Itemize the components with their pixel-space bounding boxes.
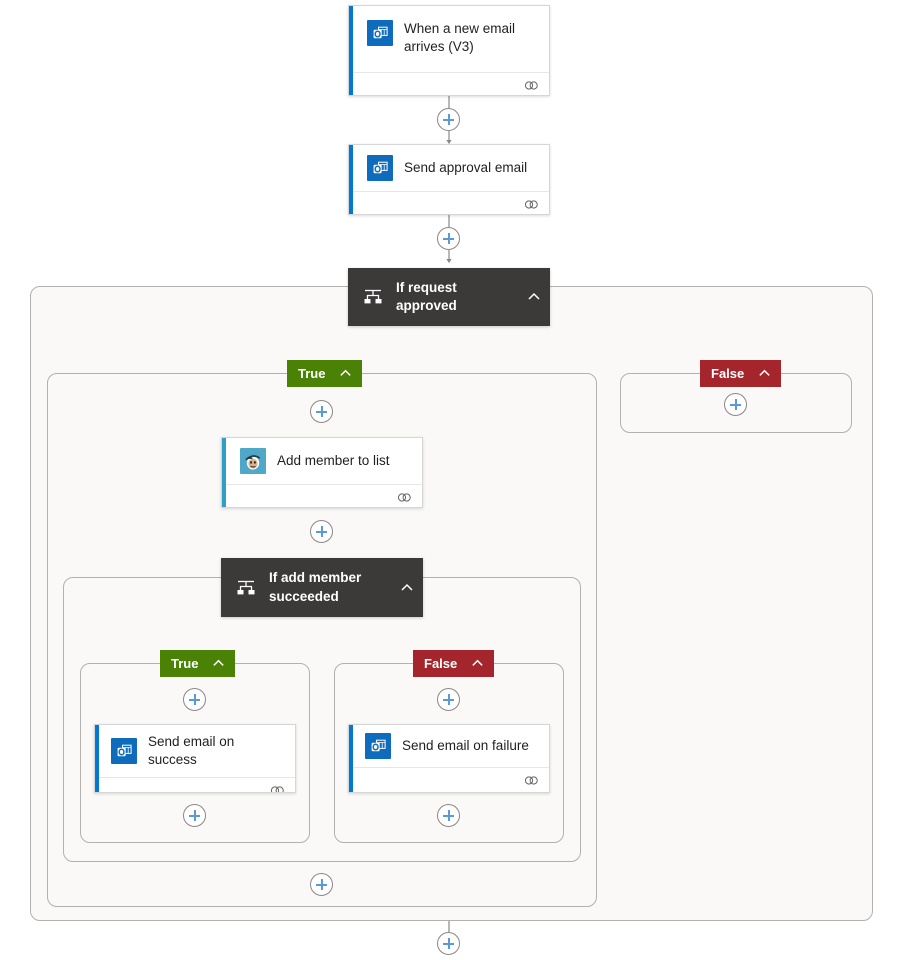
add-step-after-add-member[interactable] xyxy=(310,520,333,543)
condition-icon xyxy=(364,289,382,304)
link-icon[interactable] xyxy=(270,785,285,793)
card-accent-bar xyxy=(349,6,353,95)
branch-label: False xyxy=(424,656,458,671)
link-icon[interactable] xyxy=(524,199,539,210)
chevron-up-icon[interactable] xyxy=(211,656,226,671)
branch-badge-inner-false[interactable]: False xyxy=(413,650,495,677)
card-title: Add member to list xyxy=(277,452,390,468)
action-card-add-member-to-list[interactable]: Add member to list xyxy=(221,437,423,508)
add-step-inner-false-branch[interactable] xyxy=(437,688,460,711)
card-accent-bar xyxy=(349,145,353,214)
chevron-up-icon[interactable] xyxy=(526,289,542,305)
link-icon[interactable] xyxy=(524,80,539,91)
condition-title: If add member succeeded xyxy=(269,570,362,604)
chevron-up-icon[interactable] xyxy=(399,580,415,596)
chevron-up-icon[interactable] xyxy=(470,656,485,671)
trigger-card-when-new-email-arrives[interactable]: When a new email arrives (V3) xyxy=(348,5,550,96)
card-footer xyxy=(95,777,295,793)
outlook-icon xyxy=(367,155,393,181)
condition-card-if-add-member-succeeded[interactable]: If add member succeeded xyxy=(221,558,423,617)
add-step-after-inner-condition[interactable] xyxy=(310,873,333,896)
card-title: Send email on success xyxy=(148,734,235,768)
card-accent-bar xyxy=(222,438,226,507)
branch-label: False xyxy=(711,366,745,381)
add-step-after-send-failure[interactable] xyxy=(437,804,460,827)
add-step-outer-false-branch[interactable] xyxy=(724,393,747,416)
card-footer xyxy=(349,191,549,214)
branch-label: True xyxy=(298,366,326,381)
condition-icon xyxy=(237,580,255,594)
action-card-send-email-on-failure[interactable]: Send email on failure xyxy=(348,724,550,793)
action-card-send-approval-email[interactable]: Send approval email xyxy=(348,144,550,215)
add-step-after-send-approval[interactable] xyxy=(437,227,460,250)
card-title: Send approval email xyxy=(404,159,528,175)
branch-badge-outer-true[interactable]: True xyxy=(287,360,363,387)
add-step-inner-true-branch[interactable] xyxy=(183,688,206,711)
chevron-up-icon[interactable] xyxy=(757,366,772,381)
add-step-outer-true-branch[interactable] xyxy=(310,400,333,423)
condition-card-if-request-approved[interactable]: If request approved xyxy=(348,268,550,326)
condition-title: If request approved xyxy=(396,279,457,313)
outlook-icon xyxy=(111,738,137,765)
card-footer xyxy=(349,767,549,792)
add-step-after-trigger[interactable] xyxy=(437,108,460,131)
add-step-after-outer-condition[interactable] xyxy=(437,932,460,955)
card-footer xyxy=(349,72,549,95)
link-icon[interactable] xyxy=(524,775,539,786)
outlook-icon xyxy=(365,733,391,759)
mailchimp-icon xyxy=(240,448,266,474)
branch-label: True xyxy=(171,656,199,671)
chevron-up-icon[interactable] xyxy=(338,366,353,381)
card-accent-bar xyxy=(349,725,353,792)
card-title: When a new email arrives (V3) xyxy=(404,21,516,55)
link-icon[interactable] xyxy=(397,492,412,503)
card-accent-bar xyxy=(95,725,99,792)
card-title: Send email on failure xyxy=(402,737,529,753)
branch-badge-inner-true[interactable]: True xyxy=(160,650,236,677)
outlook-icon xyxy=(367,20,393,46)
card-footer xyxy=(222,484,422,507)
action-card-send-email-on-success[interactable]: Send email on success xyxy=(94,724,296,793)
add-step-after-send-success[interactable] xyxy=(183,804,206,827)
branch-badge-outer-false[interactable]: False xyxy=(700,360,782,387)
